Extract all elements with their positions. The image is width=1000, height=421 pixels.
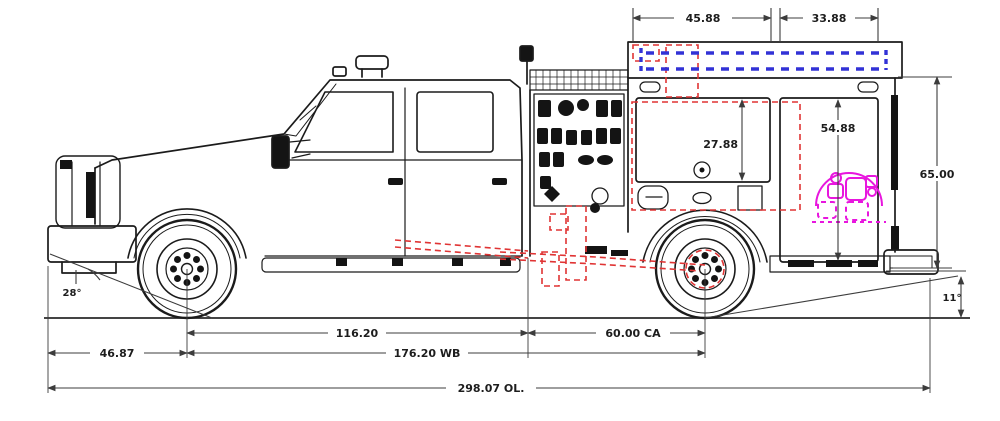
discharge-outlet — [591, 187, 609, 205]
label-backers — [90, 11, 962, 395]
dimension-graphics — [47, 8, 966, 393]
dim-front-axle-to-cab: 116.20 — [336, 327, 379, 340]
dim-rear-compartment-length: 33.88 — [812, 12, 847, 25]
dim-compartment-opening-height: 27.88 — [703, 138, 738, 151]
compartment-door-forward — [635, 97, 771, 183]
spotlight — [332, 66, 347, 77]
dim-departure-angle: 11° — [943, 293, 962, 304]
cab-windows — [294, 91, 494, 153]
dim-overall-length: 298.07 OL. — [458, 382, 525, 395]
dim-cab-to-axle: 60.00 CA — [605, 327, 661, 340]
dim-front-overhang: 46.87 — [100, 347, 135, 360]
truck-outline — [47, 41, 939, 320]
brush-guard — [55, 155, 121, 229]
door-knob — [693, 161, 711, 179]
rear-handrail — [891, 95, 898, 190]
roof-beacon-light — [332, 55, 389, 78]
rescue-body — [627, 41, 939, 275]
hidden-suction-hose-blue — [639, 48, 888, 72]
side-mirror — [271, 135, 311, 169]
front-bumper — [47, 225, 137, 274]
clearance-light-left — [639, 81, 661, 93]
dim-approach-angle: 28° — [63, 288, 82, 299]
approach-angle-line — [49, 253, 213, 319]
pump-panel-gauges — [537, 99, 622, 213]
cab-rear-antenna — [519, 45, 534, 85]
running-board — [261, 257, 521, 273]
door-handles — [388, 178, 507, 185]
portable-pump-magenta — [812, 172, 886, 223]
lower-trim-band — [637, 185, 763, 211]
clearance-light-right — [857, 81, 879, 93]
pump-module — [529, 69, 629, 257]
dim-rear-compartment-height: 54.88 — [821, 122, 856, 135]
rear-door-window — [416, 91, 494, 153]
dimension-labels: 45.88 33.88 65.00 27.88 54.88 28° 11° 11… — [63, 12, 962, 395]
hosebed-box — [627, 41, 903, 79]
dim-hosebed-length: 45.88 — [686, 12, 721, 25]
hidden-plumbing-red — [394, 44, 801, 289]
wiper-line — [299, 105, 317, 121]
front-door-window — [294, 91, 394, 153]
dim-body-height: 65.00 — [920, 168, 955, 181]
rear-step — [883, 249, 939, 275]
departure-angle-line — [704, 275, 959, 319]
dim-wheelbase: 176.20 WB — [394, 347, 461, 360]
